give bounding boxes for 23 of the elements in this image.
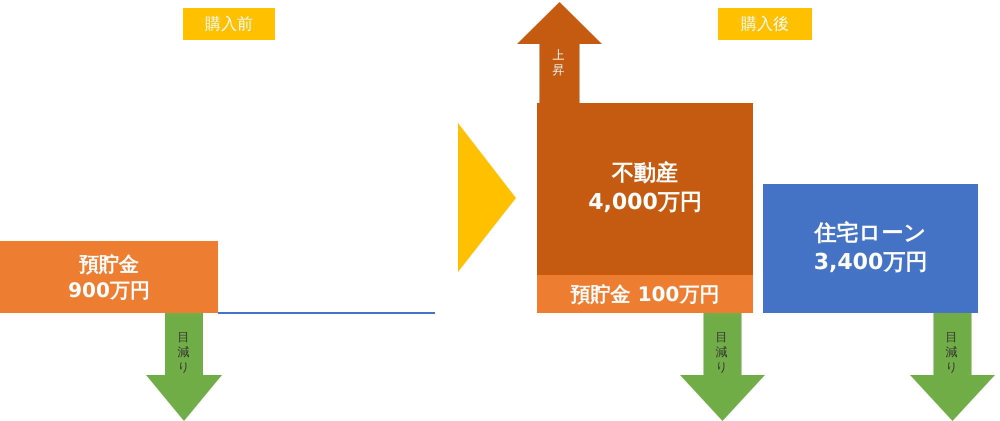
block-label: 3,400万円 — [814, 248, 928, 276]
heading-label: 購入後 — [741, 14, 789, 34]
down-arrow — [680, 313, 765, 421]
heading-tag — [183, 8, 275, 40]
arrow-label: 目減り — [177, 330, 190, 375]
arrow-label: 目減り — [945, 330, 958, 375]
block-label: 不動産 — [612, 160, 678, 188]
block-label: 住宅ローン — [814, 220, 926, 248]
up-arrow — [517, 2, 602, 103]
arrow-label: 目減り — [715, 330, 728, 375]
balance-block — [537, 103, 753, 275]
block-label: 預貯金 100万円 — [570, 281, 720, 307]
block-label: 900万円 — [68, 277, 150, 303]
down-arrow — [910, 313, 995, 421]
block-label: 4,000万円 — [588, 189, 702, 217]
arrow-label: 上昇 — [552, 48, 565, 78]
down-arrow — [146, 313, 222, 421]
heading-tag — [718, 8, 812, 40]
balance-block — [763, 184, 978, 313]
balance-block — [537, 275, 753, 313]
balance-block — [0, 241, 218, 313]
heading-label: 購入前 — [205, 14, 253, 34]
block-label: 預貯金 — [79, 251, 139, 277]
